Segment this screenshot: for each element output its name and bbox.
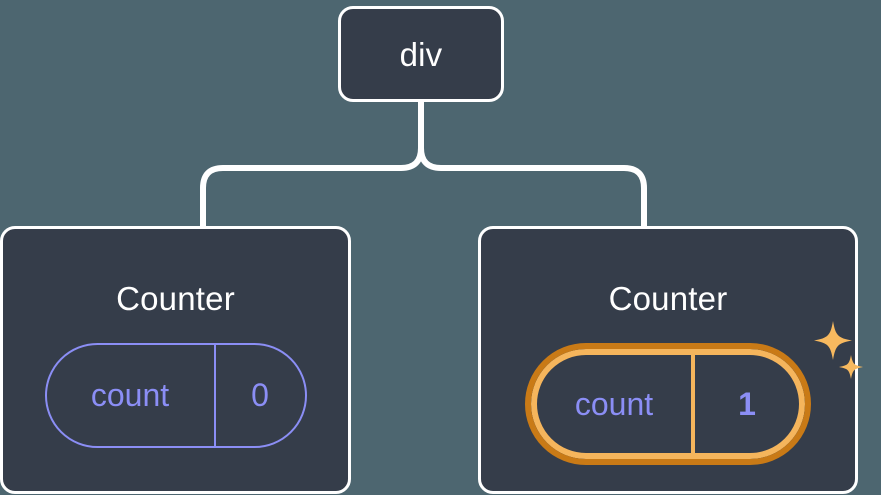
state-pill-right-inner-ring: count 1	[531, 349, 805, 459]
node-counter-left[interactable]: Counter count 0	[0, 226, 351, 494]
state-pill-right[interactable]: count 1	[525, 343, 811, 465]
node-div[interactable]: div	[338, 6, 504, 102]
node-counter-right-label: Counter	[608, 280, 728, 317]
connector-to-right-child	[418, 145, 647, 231]
state-value-left: 0	[251, 377, 269, 413]
state-key-left: count	[47, 345, 216, 446]
node-counter-right[interactable]: Counter count 1	[478, 226, 863, 494]
node-div-label: div	[399, 35, 443, 73]
state-pill-left[interactable]: count 0	[44, 343, 307, 448]
connector-to-left-child	[200, 145, 424, 231]
state-key-right: count	[537, 355, 695, 453]
state-pill-right-wrap: count 1	[525, 321, 863, 465]
node-counter-left-label: Counter	[116, 280, 235, 317]
state-pill-left-wrap: count 0	[44, 343, 307, 448]
state-value-right: 1	[738, 385, 756, 422]
sparkle-large-icon	[814, 321, 852, 360]
